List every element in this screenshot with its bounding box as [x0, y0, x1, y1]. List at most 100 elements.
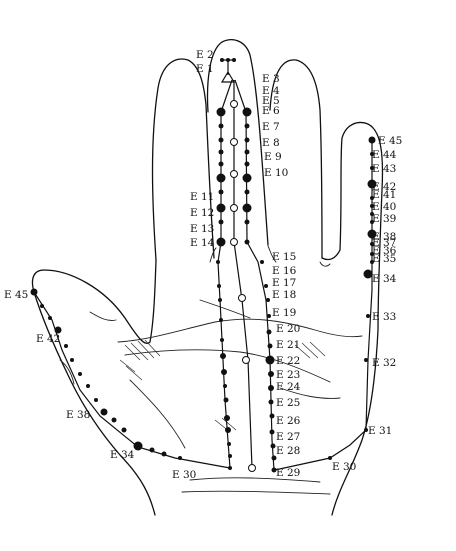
acupoint-dot	[225, 427, 231, 433]
acupoint-dot	[242, 107, 252, 117]
acupoint-label: E 43	[372, 163, 396, 175]
acupoint-open-dot	[230, 100, 238, 108]
tip-triangle	[220, 70, 236, 83]
acupoint-label: E 24	[276, 381, 301, 393]
acupoint-dot	[244, 219, 250, 225]
index-finger-outline	[151, 58, 215, 261]
acupoint-dot	[270, 443, 276, 449]
acupoint-dot	[48, 316, 52, 320]
acupoint-dot	[268, 371, 274, 377]
acupoint-open-dot	[248, 464, 256, 472]
acupoint-dot	[218, 298, 222, 302]
acupoint-label: E 39	[372, 213, 396, 225]
acupoint-dot	[216, 203, 226, 213]
acupoint-dot	[111, 417, 117, 423]
web-line-3	[319, 261, 331, 267]
acupoint-label: E 16	[272, 265, 297, 277]
acupoint-dot	[370, 220, 374, 224]
acupoint-dot	[224, 415, 230, 421]
crease-4	[199, 299, 251, 319]
acupoint-label: E 21	[276, 339, 300, 351]
thumb-crease	[59, 359, 75, 385]
acupoint-dot	[223, 397, 229, 403]
acupoint-dot	[218, 137, 224, 143]
acupoint-dot	[40, 304, 44, 308]
acupoint-label: E 22	[276, 355, 300, 367]
acupoint-dot	[264, 284, 268, 288]
acupoint-dot	[367, 179, 377, 189]
acupoint-dot	[367, 229, 377, 239]
acupoint-dot	[94, 398, 98, 402]
acupoint-label: E 34	[372, 273, 397, 285]
acupoint-dot	[370, 252, 374, 256]
crease-heart	[117, 318, 363, 343]
acupoint-dot	[121, 427, 127, 433]
acupoint-dot	[220, 353, 226, 359]
acupoint-dot	[228, 466, 232, 470]
acupoint-dot	[260, 260, 264, 264]
crease-head	[124, 349, 331, 383]
acupoint-open-dot	[230, 170, 238, 178]
acupoint-dot	[220, 338, 224, 342]
acupoint-label: E 30	[332, 461, 356, 473]
acupoint-dot	[221, 369, 227, 375]
acupoint-label: E 42	[372, 181, 396, 193]
acupoint-dot	[370, 260, 374, 264]
acupoint-labels: E 1E 2E 3E 4E 5E 6E 7E 8E 9E 10E 11E 12E…	[4, 49, 402, 481]
acupoint-label: E 15	[272, 251, 296, 263]
web-line-1	[209, 247, 217, 263]
acupoint-label: E 6	[262, 105, 280, 117]
acupoint-label: E 13	[190, 223, 214, 235]
acupoint-dot	[216, 173, 226, 183]
acupoint-dot	[364, 358, 368, 362]
acupoint-label: E 3	[262, 73, 280, 85]
acupoint-label: E 20	[276, 323, 300, 335]
acupoint-dot	[370, 212, 374, 216]
acupoint-label: E 10	[264, 167, 288, 179]
meridian-right-chain	[234, 79, 275, 471]
acupoint-dot	[86, 384, 90, 388]
meridian-left-chain	[217, 79, 233, 469]
hand-outline	[31, 39, 384, 516]
thumb-outline	[31, 259, 157, 516]
acupoint-dot	[244, 137, 250, 143]
acupoint-label: E 27	[276, 431, 300, 443]
acupoint-dot	[244, 189, 250, 195]
acupoint-label: E 40	[372, 201, 396, 213]
acupoint-label: E 23	[276, 369, 300, 381]
acupoint-dot	[178, 456, 182, 460]
acupoint-label: E 33	[372, 311, 396, 323]
acupoint-dot	[219, 318, 223, 322]
acupoint-label: E 42	[36, 333, 60, 345]
acupoint-dot	[244, 239, 250, 245]
wrist-line-2	[181, 490, 331, 495]
acupoint-dot	[30, 288, 38, 296]
acupoint-label: E 9	[264, 151, 282, 163]
acupoint-label: E 32	[372, 357, 396, 369]
acupoint-label: E 5	[262, 95, 280, 107]
acupoint-label: E 38	[372, 231, 396, 243]
palm-creases	[59, 299, 363, 495]
thumb-crease-2	[89, 311, 117, 321]
acupoint-open-dot	[230, 204, 238, 212]
acupoint-dot	[266, 329, 272, 335]
little-finger-outline	[321, 121, 384, 516]
acupoint-label: E 29	[276, 467, 300, 479]
acupoints	[30, 58, 377, 473]
acupoint-label: E 19	[272, 307, 296, 319]
acupoint-label: E 44	[372, 149, 397, 161]
acupoint-open-dot	[242, 356, 250, 364]
acupoint-dot	[218, 161, 224, 167]
acupoint-dot	[368, 136, 376, 144]
acupoint-dot	[269, 429, 275, 435]
acupoint-dot	[78, 372, 82, 376]
acupoint-label: E 14	[190, 237, 215, 249]
acupoint-dot	[269, 413, 275, 419]
acupoint-dot	[218, 189, 224, 195]
acupoint-dot	[161, 451, 167, 457]
acupoint-dot	[268, 385, 274, 391]
acupoint-dot	[232, 58, 236, 62]
acupoint-dot	[226, 58, 230, 62]
